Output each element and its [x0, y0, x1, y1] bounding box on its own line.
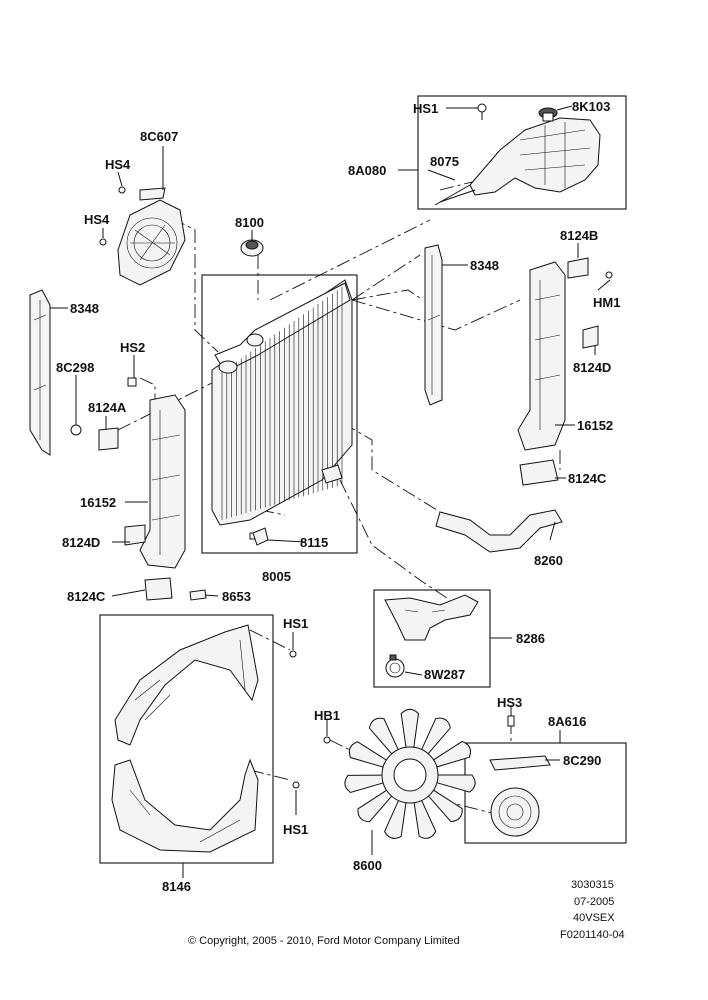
label-hs3: HS3	[497, 695, 522, 710]
label-8124D-left: 8124D	[62, 535, 100, 550]
label-8C290: 8C290	[563, 753, 601, 768]
label-8600: 8600	[353, 858, 382, 873]
label-hb1: HB1	[314, 708, 340, 723]
radiator-core	[211, 279, 353, 540]
footer-code-4: F0201140-04	[560, 929, 625, 941]
label-8A616: 8A616	[548, 714, 586, 729]
radiator-group-box	[201, 274, 358, 554]
label-8005: 8005	[262, 569, 291, 584]
label-8075: 8075	[430, 154, 459, 169]
label-hs4-a: HS4	[105, 157, 131, 172]
right-support-bracket	[517, 257, 613, 486]
footer-code-3: 40VSEX	[573, 912, 615, 924]
label-8124A: 8124A	[88, 400, 127, 415]
left-support-bracket	[70, 377, 207, 601]
label-8348-right: 8348	[470, 258, 499, 273]
label-8286: 8286	[516, 631, 545, 646]
label-8A080: 8A080	[348, 163, 386, 178]
label-8260: 8260	[534, 553, 563, 568]
drain-plug	[252, 527, 269, 546]
label-8124D-right: 8124D	[573, 360, 611, 375]
label-hs1-mid: HS1	[283, 616, 308, 631]
label-8348-left: 8348	[70, 301, 99, 316]
fan-clutch-group-box	[464, 742, 627, 844]
part-labels: HS1 8K103 8A080 8075 8C607 HS4 HS4 8100 …	[56, 99, 620, 894]
label-8146: 8146	[162, 879, 191, 894]
pressure-cap	[240, 239, 264, 257]
leader-lines	[50, 105, 611, 878]
label-8115: 8115	[300, 535, 328, 550]
copyright: © Copyright, 2005 - 2010, Ford Motor Com…	[188, 935, 460, 947]
label-8653: 8653	[222, 589, 251, 604]
footer-code-2: 07-2005	[574, 896, 614, 908]
fan-shroud-group-box	[99, 614, 274, 864]
lower-radiator-hose	[435, 509, 563, 553]
label-hs1-low: HS1	[283, 822, 308, 837]
label-hm1: HM1	[593, 295, 620, 310]
label-8C298: 8C298	[56, 360, 94, 375]
upper-radiator-hose	[384, 594, 479, 641]
footer-code-1: 3030315	[571, 879, 614, 891]
upper-shroud-bracket	[99, 186, 186, 286]
label-8124B: 8124B	[560, 228, 598, 243]
footer: 3030315 07-2005 40VSEX F0201140-04 © Cop…	[188, 879, 625, 947]
label-16152-right: 16152	[577, 418, 613, 433]
shroud-bolts	[289, 650, 300, 789]
label-8W287: 8W287	[424, 667, 465, 682]
label-8C607: 8C607	[140, 129, 178, 144]
hose-clamp	[385, 654, 405, 678]
fan-shroud	[111, 624, 259, 853]
label-hs1-top: HS1	[413, 101, 438, 116]
fan-clutch	[489, 715, 551, 837]
label-hs2: HS2	[120, 340, 145, 355]
left-side-seal	[29, 289, 51, 456]
reservoir-cap	[538, 107, 558, 122]
label-hs4-b: HS4	[84, 212, 110, 227]
label-8124C-right: 8124C	[568, 471, 607, 486]
cooling-fan	[323, 708, 476, 839]
label-8124C-left: 8124C	[67, 589, 106, 604]
coolant-reservoir	[434, 117, 601, 206]
label-8100: 8100	[235, 215, 264, 230]
right-side-seal	[424, 244, 443, 406]
label-8K103: 8K103	[572, 99, 610, 114]
label-16152-left: 16152	[80, 495, 116, 510]
reservoir-group-box	[417, 95, 627, 210]
hs1-top-bolt	[477, 103, 487, 120]
